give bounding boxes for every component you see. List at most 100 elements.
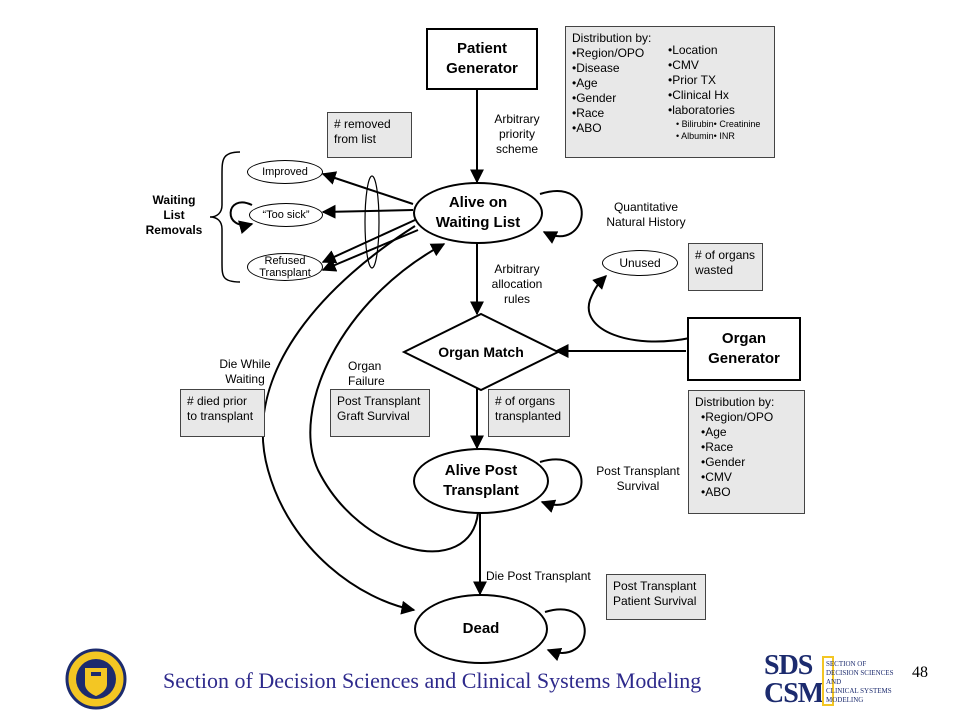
sds-csm-logo: SDS CSM SECTION OF DECISION SCIENCES AND… <box>764 652 894 710</box>
arrow-to-too-sick <box>321 204 414 219</box>
removed-line1: # removed <box>334 117 391 131</box>
alive-waiting-node: Alive on Waiting List <box>413 182 543 244</box>
arbitrary-priority-label: Arbitrary priority scheme <box>482 112 552 157</box>
organ-failure-line2: Failure <box>348 374 385 388</box>
logo-words: SECTION OF DECISION SCIENCES AND CLINICA… <box>826 660 893 705</box>
arbitrary-allocation-line2: allocation <box>491 277 543 291</box>
alive-waiting-line2: Waiting List <box>435 214 521 231</box>
patient-dist-item: Race <box>572 106 668 121</box>
waiting-removals-label: Waiting List Removals <box>138 193 210 238</box>
organs-transplanted-line2: transplanted <box>495 409 562 423</box>
organ-dist-list: Region/OPO Age Race Gender CMV ABO <box>695 410 798 500</box>
logo-word: SECTION OF <box>826 660 867 668</box>
patient-dist-item: CMV <box>668 58 760 73</box>
refused-line2: Transplant <box>259 267 311 279</box>
unused-node: Unused <box>602 250 678 276</box>
too-sick-label: “Too sick” <box>262 209 310 221</box>
waiting-removals-line3: Removals <box>145 223 203 237</box>
patient-survival-line2: Patient Survival <box>613 594 697 608</box>
dead-label: Dead <box>462 620 500 637</box>
arrow-organ-failure <box>309 243 479 553</box>
quantitative-nh-line2: Natural History <box>606 215 686 229</box>
patient-dist-item: Gender <box>572 91 668 106</box>
arbitrary-priority-line1: Arbitrary <box>494 112 540 126</box>
loop-too-sick <box>229 201 254 234</box>
patient-dist-item: ABO <box>572 121 668 136</box>
loop-waiting <box>539 190 583 244</box>
post-tx-survival-label: Post Transplant Survival <box>588 464 688 494</box>
loop-dead <box>544 608 586 662</box>
died-prior-line2: to transplant <box>187 409 254 423</box>
organ-generator-line1: Organ <box>721 330 767 347</box>
organ-failure-label: Organ Failure <box>348 359 398 389</box>
quantitative-nh-line1: Quantitative <box>613 200 679 214</box>
organs-wasted-note: # of organs wasted <box>688 243 763 291</box>
organ-dist-item: Race <box>701 440 798 455</box>
organ-dist-title: Distribution by: <box>695 395 775 409</box>
die-while-waiting-line1: Die While <box>219 357 271 371</box>
patient-dist-col2-list: CMV Prior TX Clinical Hx laboratories <box>668 58 760 118</box>
organ-dist-item: Age <box>701 425 798 440</box>
arbitrary-priority-line2: priority <box>498 127 535 141</box>
refused-node: Refused Transplant <box>247 253 323 281</box>
arbitrary-allocation-line3: rules <box>503 292 530 306</box>
removals-brace <box>209 151 241 283</box>
patient-dist-item: Age <box>572 76 668 91</box>
organ-dist-item: CMV <box>701 470 798 485</box>
patient-dist-col1: Region/OPO Disease Age Gender Race ABO <box>572 46 668 142</box>
page-number: 48 <box>912 664 928 681</box>
waiting-removals-line1: Waiting <box>152 193 196 207</box>
patient-dist-item: Clinical Hx <box>668 88 760 103</box>
refused-line1: Refused <box>264 255 306 267</box>
removed-line2: from list <box>334 132 376 146</box>
logo-word: AND <box>826 678 842 686</box>
died-prior-note: # died prior to transplant <box>180 389 265 437</box>
logo-csm: CSM <box>764 678 824 709</box>
improved-node: Improved <box>247 160 323 184</box>
lab-item: INR <box>719 131 735 141</box>
organ-dist-item: Gender <box>701 455 798 470</box>
organs-transplanted-line1: # of organs <box>495 394 556 408</box>
organ-generator-node: Organ Generator <box>687 317 801 381</box>
patient-generator-node: Patient Generator <box>426 28 538 90</box>
patient-dist-item: Disease <box>572 61 668 76</box>
arrow-to-improved <box>321 171 414 205</box>
organ-dist-item: Region/OPO <box>701 410 798 425</box>
post-tx-survival-line1: Post Transplant <box>596 464 680 478</box>
patient-generator-line1: Patient <box>456 40 507 57</box>
patient-survival-note: Post Transplant Patient Survival <box>606 574 706 620</box>
lab-item: Albumin <box>681 131 714 141</box>
alive-waiting-line1: Alive on <box>448 194 508 211</box>
alive-post-node: Alive Post Transplant <box>413 448 549 514</box>
organs-transplanted-note: # of organs transplanted <box>488 389 570 437</box>
patient-dist-col2: •Location CMV Prior TX Clinical Hx labor… <box>668 43 760 142</box>
arbitrary-allocation-label: Arbitrary allocation rules <box>480 262 554 307</box>
patient-dist-item: laboratories <box>668 103 760 118</box>
lab-item: Creatinine <box>719 119 761 129</box>
removed-from-list-note: # removed from list <box>327 112 412 158</box>
dead-node: Dead <box>414 594 548 664</box>
patient-dist-col2-head: •Location <box>668 43 718 57</box>
organ-distribution-note: Distribution by: Region/OPO Age Race Gen… <box>688 390 805 514</box>
logo-sds: SDS <box>764 650 813 681</box>
alive-post-line2: Transplant <box>443 482 519 499</box>
logo-word: MODELING <box>826 696 864 704</box>
logo-word: CLINICAL SYSTEMS <box>826 687 892 695</box>
post-tx-survival-line2: Survival <box>616 479 660 493</box>
die-post-tx-label: Die Post Transplant <box>486 569 591 583</box>
organs-wasted-line1: # of organs <box>695 248 756 262</box>
arrow-die-while-waiting <box>261 225 416 615</box>
arbitrary-priority-line3: scheme <box>495 142 539 156</box>
patient-survival-line1: Post Transplant <box>613 579 697 593</box>
patient-dist-item: Region/OPO <box>572 46 668 61</box>
unused-label: Unused <box>619 256 661 270</box>
organs-wasted-line2: wasted <box>695 263 734 277</box>
graft-survival-line2: Graft Survival <box>337 409 410 423</box>
graft-survival-line1: Post Transplant <box>337 394 421 408</box>
arbitrary-allocation-line1: Arbitrary <box>494 262 540 276</box>
die-while-waiting-label: Die While Waiting <box>205 357 285 387</box>
logo-bracket <box>822 656 834 706</box>
waiting-removals-line2: List <box>163 208 185 222</box>
quantitative-nh-label: Quantitative Natural History <box>596 200 696 230</box>
